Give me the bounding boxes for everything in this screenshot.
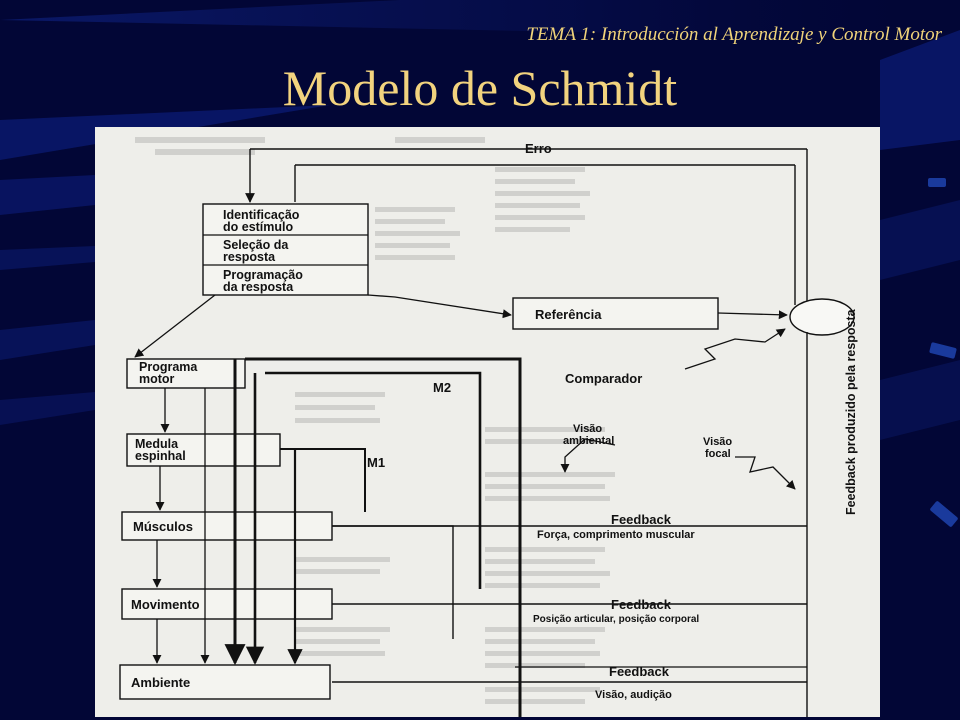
medula-line-1: Medula xyxy=(135,437,179,451)
stage-2-line-1: Seleção da xyxy=(223,238,289,252)
feedback-2-label: Feedback xyxy=(611,597,672,612)
stage-3-line-2: da resposta xyxy=(223,280,294,294)
feedback-loops xyxy=(224,357,807,717)
stage-1-line-1: Identificação xyxy=(223,208,300,222)
comparador-label: Comparador xyxy=(565,371,642,386)
topic-header: TEMA 1: Introducción al Aprendizaje y Co… xyxy=(526,24,942,45)
ghost-text-background xyxy=(135,137,615,704)
programa-motor-line-2: motor xyxy=(139,372,175,386)
visao-ambiental-arrow xyxy=(560,438,616,473)
feedback-3-detail: Visão, audição xyxy=(595,689,672,701)
erro-label: Erro xyxy=(525,141,552,156)
chain-arrows xyxy=(152,388,210,664)
stage-1-line-2: do estímulo xyxy=(223,220,294,234)
vertical-feedback-label: Feedback produzido pela resposta xyxy=(844,308,858,515)
schmidt-model-diagram: Erro Identificação do estímulo Seleção d… xyxy=(119,137,858,717)
visao-ambiental-line-2: ambiental xyxy=(563,435,614,447)
stage-3-line-1: Programação xyxy=(223,268,303,282)
left-column-boxes xyxy=(119,358,333,700)
comparator-circle xyxy=(789,298,855,336)
schmidt-model-figure: Erro Identificação do estímulo Seleção d… xyxy=(95,127,880,717)
medula-line-2: espinhal xyxy=(135,449,186,463)
deco-dash-2 xyxy=(929,342,957,359)
musculos-label: Músculos xyxy=(133,519,193,534)
stage-stack xyxy=(202,203,369,296)
visao-focal-line-2: focal xyxy=(705,448,731,460)
programa-motor-line-1: Programa xyxy=(139,360,198,374)
stage-2-line-2: resposta xyxy=(223,250,276,264)
deco-dash-3 xyxy=(929,500,959,528)
visao-ambiental-line-1: Visão xyxy=(573,423,602,435)
comparador-arrow xyxy=(684,328,786,370)
movimento-label: Movimento xyxy=(131,597,200,612)
feedback-1-label: Feedback xyxy=(611,512,672,527)
m1-label: M1 xyxy=(367,455,385,470)
deco-dash-1 xyxy=(928,178,946,187)
feedback-3-label: Feedback xyxy=(609,664,670,679)
referencia-box xyxy=(512,297,719,330)
feedback-2-detail: Posição articular, posição corporal xyxy=(533,614,699,625)
slide-title: Modelo de Schmidt xyxy=(282,60,678,116)
error-loop xyxy=(245,148,808,307)
ambiente-label: Ambiente xyxy=(131,675,190,690)
visao-focal-line-1: Visão xyxy=(703,436,732,448)
visao-focal-arrow xyxy=(735,456,796,490)
stage-arrows xyxy=(134,294,788,358)
referencia-label: Referência xyxy=(535,307,602,322)
feedback-1-detail: Força, comprimento muscular xyxy=(537,529,695,541)
m2-label: M2 xyxy=(433,380,451,395)
